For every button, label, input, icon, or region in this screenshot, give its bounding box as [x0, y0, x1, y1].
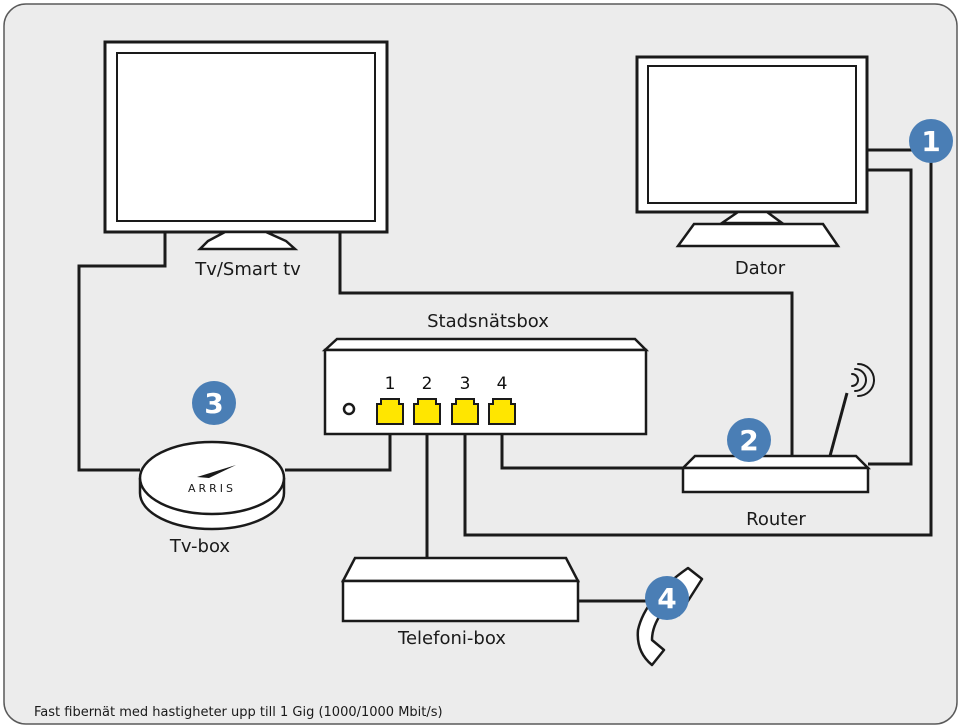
cable-tv-to-router: [338, 232, 794, 456]
ethernet-port-icon: [451, 398, 479, 425]
badge-4: 4: [645, 576, 689, 620]
badge-number: 3: [204, 387, 223, 420]
port-4[interactable]: 4: [488, 374, 516, 425]
arris-logo-icon: [197, 465, 236, 478]
cable-port4-to-router: [500, 424, 683, 470]
fiber-box-label: Stadsnätsbox: [427, 311, 549, 332]
tv-stand: [196, 230, 299, 251]
badge-2: 2: [727, 418, 771, 462]
computer-icon: [635, 55, 869, 248]
ethernet-port-icon: [413, 398, 441, 425]
tv-box-icon: ARRIS: [138, 440, 286, 531]
port-number: 4: [497, 374, 508, 394]
ethernet-port-icon: [488, 398, 516, 425]
router-antenna: [828, 392, 849, 457]
computer-screen: [635, 55, 869, 214]
port-1[interactable]: 1: [376, 374, 404, 425]
phone-box-icon: [340, 556, 581, 623]
port-number: 1: [385, 374, 396, 394]
cable-computer-to-router-a: [463, 148, 933, 537]
fiber-box: [321, 337, 650, 436]
computer-keyboard: [675, 222, 841, 248]
badge-3: 3: [192, 381, 236, 425]
footer-note: Fast fibernät med hastigheter upp till 1…: [34, 705, 443, 720]
port-2[interactable]: 2: [413, 374, 441, 425]
badge-1: 1: [909, 119, 953, 163]
badge-number: 1: [921, 125, 940, 158]
port-3[interactable]: 3: [451, 374, 479, 425]
cables: [77, 148, 933, 603]
cable-computer-to-router-b: [868, 168, 913, 466]
wifi-signal-icon: [851, 363, 875, 397]
port-number: 2: [422, 374, 433, 394]
tv-screen: [103, 40, 389, 234]
ethernet-port-icon: [376, 398, 404, 425]
cable-tv-to-tvbox: [77, 232, 167, 472]
tv-label: Tv/Smart tv: [194, 259, 301, 280]
power-led-icon: [342, 402, 356, 416]
ethernet-ports: 1 2 3 4: [376, 374, 516, 425]
port-number: 3: [460, 374, 471, 394]
computer-label: Dator: [735, 258, 786, 279]
phone-box-label: Telefoni-box: [397, 628, 506, 649]
badge-number: 4: [657, 582, 676, 615]
tv-box-brand: ARRIS: [188, 482, 236, 495]
router-label: Router: [746, 509, 806, 530]
badge-number: 2: [739, 424, 758, 457]
tv-box-label: Tv-box: [169, 536, 231, 557]
router-icon: [679, 363, 875, 494]
tv-icon: [103, 40, 389, 251]
cable-tvbox-to-port1: [285, 424, 392, 472]
